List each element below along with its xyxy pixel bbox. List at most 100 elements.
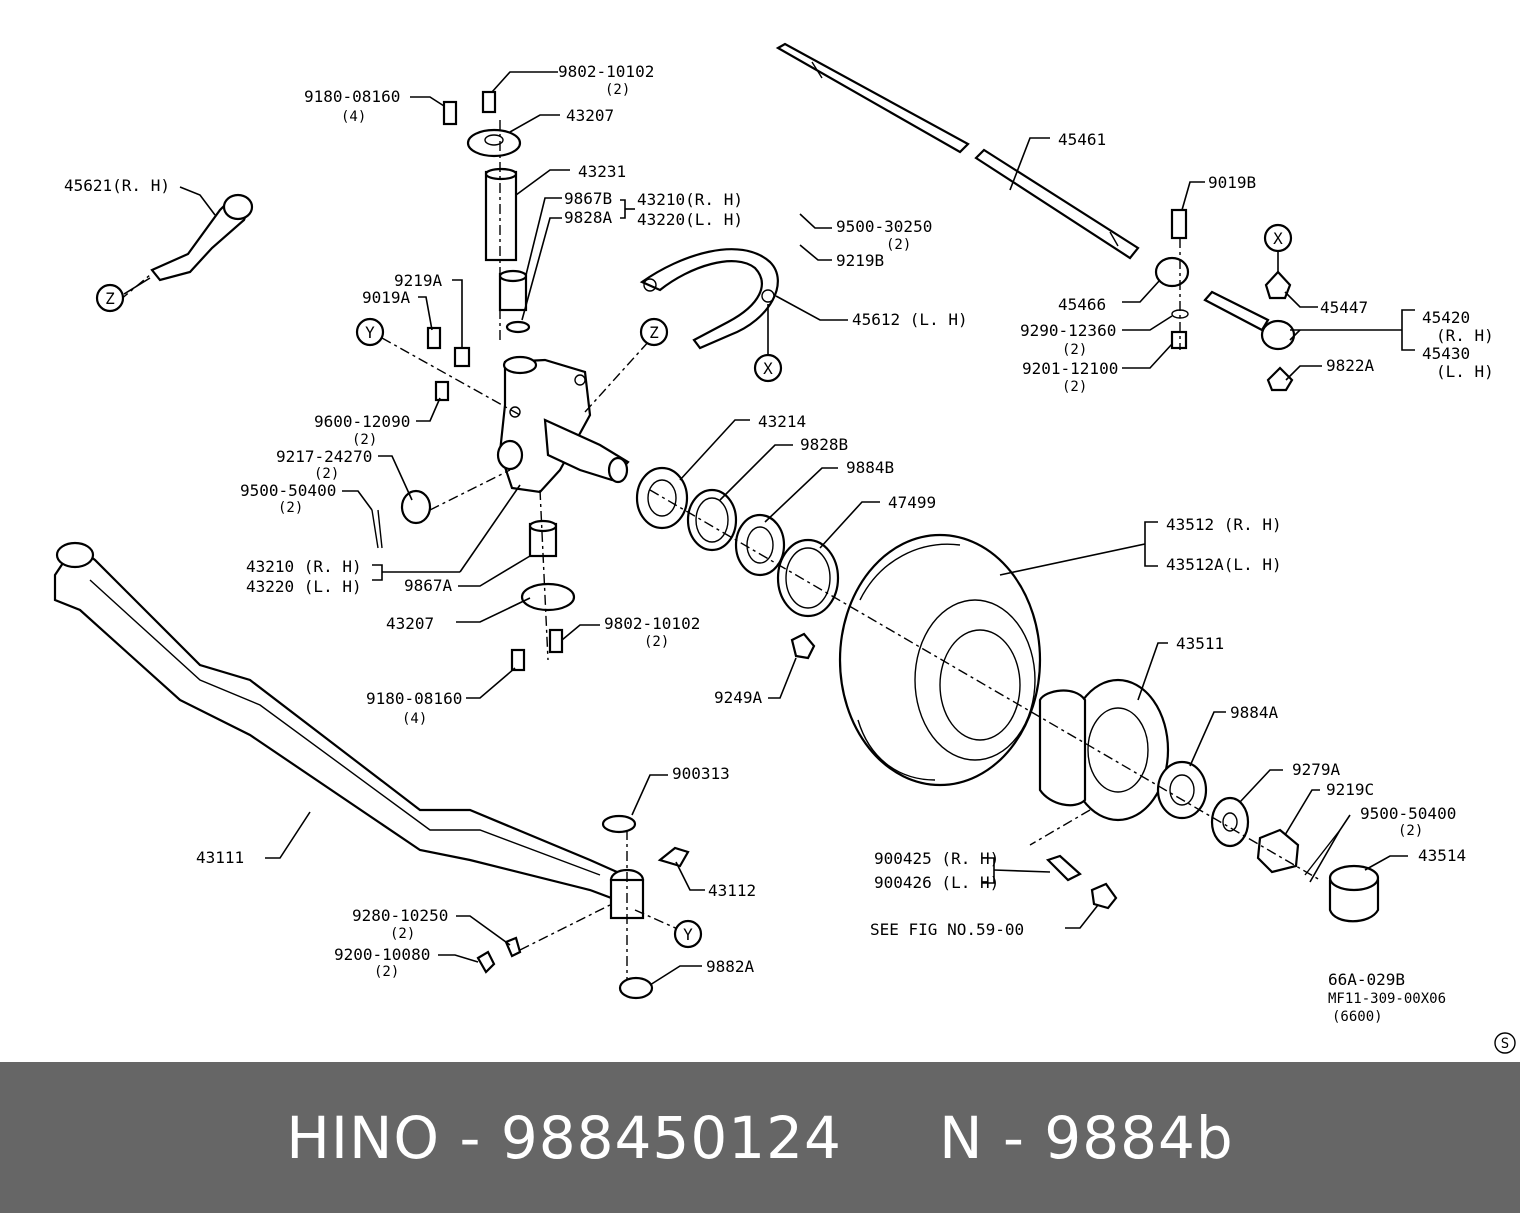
label-mf11: MF11-309-00X06 — [1328, 991, 1446, 1007]
steering-knuckle — [496, 355, 630, 494]
label-45621: 45621(R. H) — [64, 176, 170, 195]
callout-x-left-text: X — [763, 359, 773, 378]
label-9500-50400-left-qty: (2) — [278, 500, 303, 516]
tie-rod-45461 — [775, 42, 1140, 260]
label-9802-10102-top: 9802-10102 — [558, 62, 654, 81]
label-9828a: 9828A — [564, 208, 613, 227]
callout-y-top-text: Y — [365, 323, 375, 342]
label-43112: 43112 — [708, 881, 756, 900]
callout-z-mid — [639, 317, 669, 347]
label-9180-08160-top-qty: (4) — [341, 109, 366, 125]
callout-s — [1494, 1032, 1516, 1054]
label-43210-bottom: 43210 (R. H) — [246, 557, 362, 576]
label-9019b: 9019B — [1208, 173, 1256, 192]
label-43514: 43514 — [1418, 846, 1466, 865]
callout-y-bottom — [673, 919, 703, 949]
label-9802-10102-bottom: 9802-10102 — [604, 614, 700, 633]
callout-x-right-text: X — [1273, 229, 1283, 248]
label-9884a: 9884A — [1230, 703, 1279, 722]
label-9802-10102-bottom-qty: (2) — [644, 634, 669, 650]
axle-beam-43111 — [53, 541, 690, 1000]
label-45461: 45461 — [1058, 130, 1106, 149]
label-900425: 900425 (R. H) — [874, 849, 999, 868]
callout-z-left — [95, 283, 125, 313]
label-9500-30250: 9500-30250 — [836, 217, 932, 236]
knuckle-arm-45621 — [150, 193, 254, 282]
label-43207-bottom: 43207 — [386, 614, 434, 633]
label-43210-top: 43210(R. H) — [637, 190, 743, 209]
callout-s-text: S — [1501, 1036, 1509, 1052]
label-9500-30250-qty: (2) — [886, 237, 911, 253]
tie-rod-end-parts — [1154, 208, 1296, 392]
label-66a-029b: 66A-029B — [1328, 970, 1405, 989]
label-43512a-lh: 43512A(L. H) — [1166, 555, 1282, 574]
label-9500-50400-right: 9500-50400 — [1360, 804, 1456, 823]
label-9200-10080-qty: (2) — [374, 964, 399, 980]
center-lines — [119, 274, 1321, 951]
label-9802-10102-top-qty: (2) — [605, 82, 630, 98]
label-6600: (6600) — [1332, 1009, 1383, 1025]
brake-drum — [838, 533, 1042, 787]
label-43511: 43511 — [1176, 634, 1224, 653]
label-9500-50400-right-qty: (2) — [1398, 823, 1423, 839]
callout-z-left-text: Z — [105, 289, 115, 308]
label-9217-24270: 9217-24270 — [276, 447, 372, 466]
label-9600-12090-qty: (2) — [352, 432, 377, 448]
label-43512-rh: 43512 (R. H) — [1166, 515, 1282, 534]
label-9217-24270-qty: (2) — [314, 466, 339, 482]
label-9884b: 9884B — [846, 458, 894, 477]
wheel-hub — [1038, 678, 1380, 923]
callout-y-top — [355, 317, 385, 347]
label-9019a: 9019A — [362, 288, 411, 307]
label-9290-12360-qty: (2) — [1062, 342, 1087, 358]
parts-diagram: X X Y Y Z Z S 9180-08160 (4) 9802-10102 … — [53, 42, 1516, 1054]
label-45612: 45612 (L. H) — [852, 310, 968, 329]
label-43207-top: 43207 — [566, 106, 614, 125]
label-43111: 43111 — [196, 848, 244, 867]
label-43214: 43214 — [758, 412, 806, 431]
label-45430: 45430 — [1422, 344, 1470, 363]
label-45430-lh: (L. H) — [1436, 362, 1494, 381]
label-9500-50400-left: 9500-50400 — [240, 481, 336, 500]
label-see-fig: SEE FIG NO.59-00 — [870, 920, 1024, 939]
label-9201-12100-qty: (2) — [1062, 379, 1087, 395]
label-9200-10080: 9200-10080 — [334, 945, 430, 964]
callout-x-right — [1263, 223, 1293, 253]
label-9219c: 9219C — [1326, 780, 1374, 799]
label-9249a: 9249A — [714, 688, 763, 707]
label-9201-12100: 9201-12100 — [1022, 359, 1118, 378]
label-900426: 900426 (L. H) — [874, 873, 999, 892]
footer-part-number: HINO - 988450124 N - 9884b — [286, 1103, 1234, 1172]
callout-z-mid-text: Z — [649, 323, 659, 342]
label-43220-top: 43220(L. H) — [637, 210, 743, 229]
label-9219b: 9219B — [836, 251, 884, 270]
label-45466: 45466 — [1058, 295, 1106, 314]
callout-x-left — [753, 353, 783, 383]
label-9867a: 9867A — [404, 576, 453, 595]
footer-banner: HINO - 988450124 N - 9884b — [0, 1062, 1520, 1213]
callout-circles: X X Y Y Z Z S — [95, 223, 1516, 1054]
knuckle-arm-45612 — [639, 248, 779, 350]
label-47499: 47499 — [888, 493, 936, 512]
label-9279a: 9279A — [1292, 760, 1341, 779]
label-9219a: 9219A — [394, 271, 443, 290]
label-9290-12360: 9290-12360 — [1020, 321, 1116, 340]
label-900313: 900313 — [672, 764, 730, 783]
label-45447: 45447 — [1320, 298, 1368, 317]
label-9280-10250: 9280-10250 — [352, 906, 448, 925]
king-pin-lower-parts — [400, 326, 1118, 974]
label-9280-10250-qty: (2) — [390, 926, 415, 942]
label-9828b: 9828B — [800, 435, 848, 454]
label-9180-08160-bottom-qty: (4) — [402, 711, 427, 727]
label-43220-bottom: 43220 (L. H) — [246, 577, 362, 596]
label-45420-rh: (R. H) — [1436, 326, 1494, 345]
label-43231: 43231 — [578, 162, 626, 181]
exploded-view-drawing: X X Y Y Z Z S 9180-08160 (4) 9802-10102 … — [53, 42, 1516, 1054]
label-9882a: 9882A — [706, 957, 755, 976]
leader-lines — [123, 71, 1415, 986]
king-pin-upper-parts — [442, 90, 531, 340]
label-45420: 45420 — [1422, 308, 1470, 327]
bearings-and-seals — [635, 466, 840, 660]
label-9180-08160-bottom: 9180-08160 — [366, 689, 462, 708]
label-9180-08160-top: 9180-08160 — [304, 87, 400, 106]
